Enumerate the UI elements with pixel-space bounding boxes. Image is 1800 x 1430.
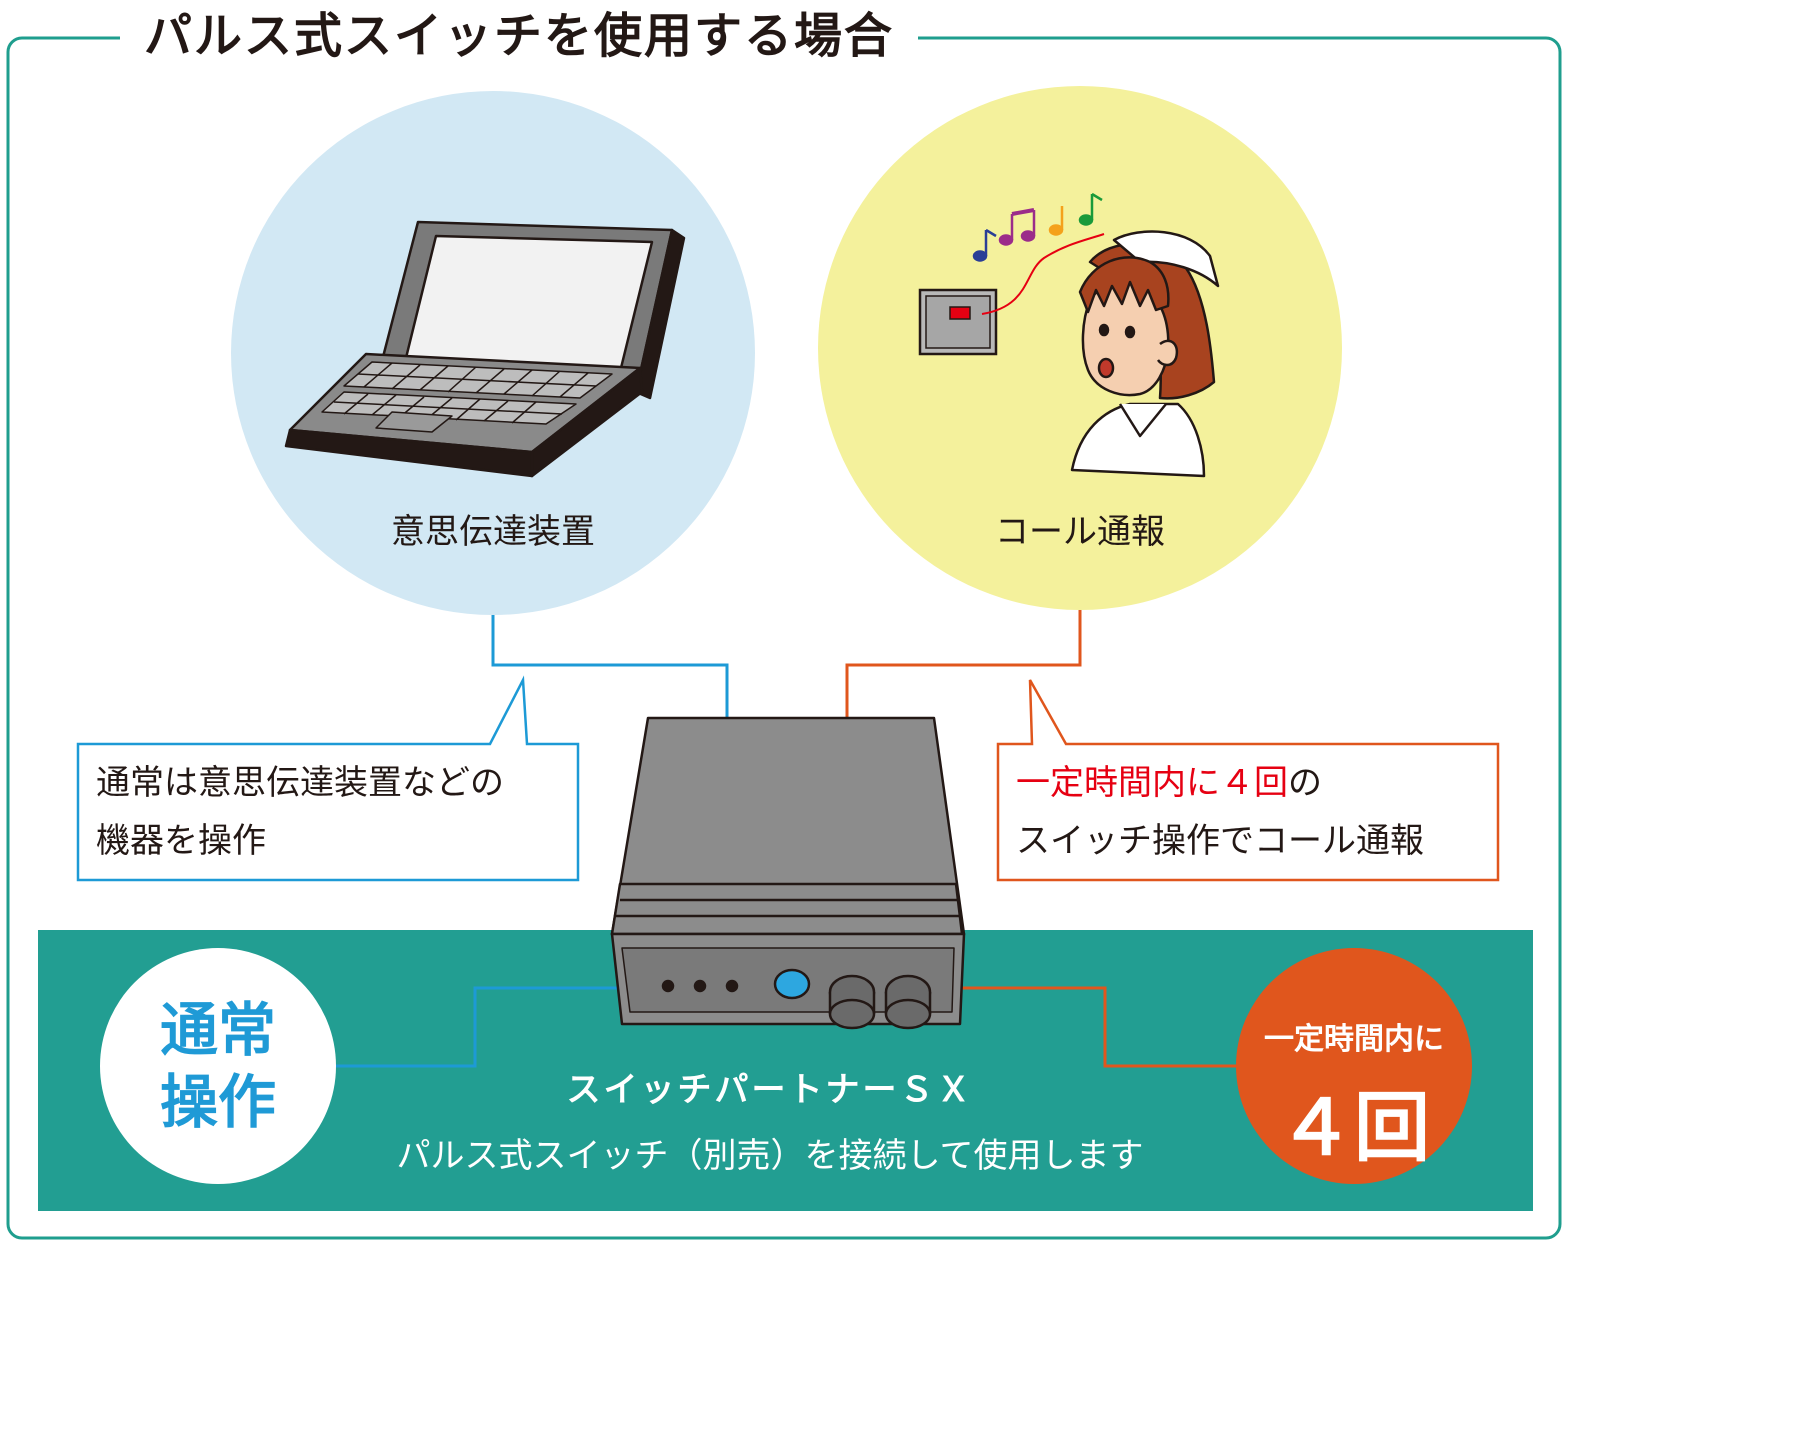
normal-op-line-2: 操作 [159, 1068, 276, 1136]
right-device-circle [818, 86, 1342, 610]
indicator-led-2 [693, 979, 707, 993]
switch-partner-device [610, 716, 966, 1030]
right-callout-line-1: 一定時間内に４回の [1016, 754, 1424, 812]
normal-op-circle [100, 948, 336, 1184]
left-callout-box [76, 675, 580, 882]
left-device-label: 意思伝達装置 [391, 512, 595, 552]
left-knob [828, 974, 876, 1030]
diagram-graphics [6, 36, 1562, 1240]
count-connection-line [960, 986, 1240, 1068]
left-callout-line-1: 通常は意思伝達装置などの [96, 763, 504, 803]
device-name: スイッチパートナーＳＸ [566, 1070, 974, 1110]
diagram-canvas: パルス式スイッチを使用する場合 意思伝達装置 コール通報 通常は意思伝達装置など… [6, 6, 1562, 1240]
right-device-label: コール通報 [995, 512, 1165, 552]
keyboard-keys [321, 361, 613, 425]
right-connection-line [845, 610, 1082, 718]
right-knob [884, 974, 932, 1030]
nurse-figure [1070, 230, 1220, 478]
call-light [949, 306, 971, 320]
music-notes-icon [972, 192, 1103, 262]
right-callout-line-2: スイッチ操作でコール通報 [1016, 821, 1424, 861]
indicator-led-1 [661, 979, 675, 993]
device-blue-button [773, 968, 811, 1000]
nurse-call-icon [918, 192, 1220, 478]
indicator-led-3 [725, 979, 739, 993]
left-callout-text: 通常は意思伝達装置などの 機器を操作 [96, 754, 504, 870]
right-callout-suffix: の [1288, 763, 1322, 803]
normal-op-label: 通常 操作 [100, 948, 336, 1184]
right-callout-text: 一定時間内に４回の スイッチ操作でコール通報 [1016, 754, 1424, 870]
page-title: パルス式スイッチを使用する場合 [120, 6, 919, 66]
laptop-icon [284, 220, 686, 478]
device-description: パルス式スイッチ（別売）を接続して使用します [396, 1136, 1144, 1176]
normal-op-connection-line [336, 986, 622, 1068]
right-callout-box [996, 679, 1500, 882]
count-label: 一定時間内に [1264, 1022, 1444, 1057]
left-connection-line [491, 615, 729, 718]
right-callout-highlight: 一定時間内に４回 [1016, 763, 1288, 803]
touchpad [375, 411, 453, 433]
normal-op-line-1: 通常 [159, 996, 276, 1064]
count-circle [1236, 948, 1472, 1184]
count-value: ４回 [1278, 1083, 1430, 1172]
left-callout-line-2: 機器を操作 [96, 821, 266, 861]
